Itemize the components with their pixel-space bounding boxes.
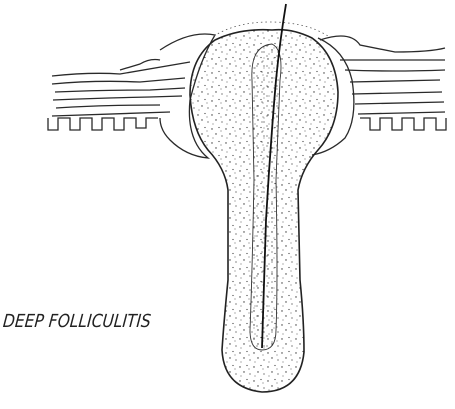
follicle xyxy=(190,22,338,392)
diagram-caption: DEEP FOLLICULITIS xyxy=(2,311,152,332)
